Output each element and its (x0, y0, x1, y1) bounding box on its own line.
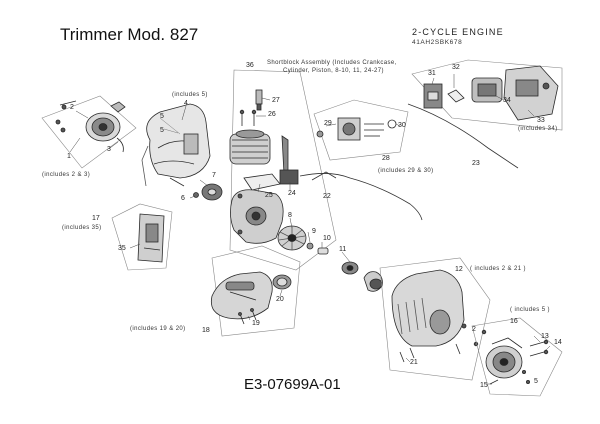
throttle-cable-part (299, 173, 423, 221)
starter-screws-part (489, 339, 549, 385)
throttle-lever-part (279, 135, 299, 185)
nut-part (306, 242, 314, 250)
note-part-12: ( includes 2 & 21 ) (470, 266, 526, 272)
part-number: 28 (382, 155, 390, 162)
part-number: 36 (246, 62, 254, 69)
part-number: 19 (252, 320, 260, 327)
air-filter-part (137, 213, 165, 263)
part-number: 5 (534, 378, 538, 385)
part-number: 9 (312, 228, 316, 235)
screws-part (238, 308, 257, 325)
crankcase-part (230, 189, 284, 244)
part-number: 18 (202, 327, 210, 334)
washer-part (193, 192, 199, 198)
part-number: 33 (537, 117, 545, 124)
part-number: 8 (288, 212, 292, 219)
part-number: 2 (472, 326, 476, 333)
part-number: 30 (398, 122, 406, 129)
part-number: 21 (410, 359, 418, 366)
cylinder-part (229, 129, 271, 165)
part-number: 11 (339, 246, 347, 253)
fuel-cap-part (272, 274, 292, 290)
carburetor-part (337, 117, 361, 141)
engine-title: 2-CYCLE ENGINE (412, 27, 504, 37)
note-part-28: (includes 29 & 30) (378, 168, 434, 174)
note-part-18: (includes 19 & 20) (130, 326, 186, 332)
gasket-part (243, 173, 281, 191)
part-number: 16 (510, 318, 518, 325)
starter-assy-part (485, 337, 523, 379)
muffler-group-outline (411, 59, 563, 131)
part-number: 32 (452, 64, 460, 71)
note-part-17: (includes 35) (62, 225, 102, 231)
ignition-module-part (423, 83, 443, 109)
part-number: 15 (480, 382, 488, 389)
fuel-tank-part (210, 271, 273, 320)
carburetor-group-outline (313, 99, 409, 161)
starter-group-outline (41, 95, 137, 169)
part-number: 10 (323, 235, 331, 242)
shortblock-note-line2: Cylinder, Piston, 8-10, 11, 24-27) (283, 68, 384, 74)
part-number: 17 (92, 215, 100, 222)
part-number: 27 (272, 97, 280, 104)
part-number: 5 (160, 127, 164, 134)
part-number: 14 (554, 339, 562, 346)
note-part-1: (includes 2 & 3) (42, 172, 91, 178)
recoil-starter-part (55, 100, 126, 153)
flywheel-part (277, 225, 307, 251)
studs-part (239, 109, 257, 126)
housing-screws-part (399, 343, 461, 363)
part-number: 22 (323, 193, 331, 200)
starter-assy-group-outline (471, 317, 563, 397)
muffler-part (471, 77, 503, 103)
part-number: 1 (67, 153, 71, 160)
leader-lines (69, 74, 551, 385)
spark-plug-part (255, 89, 263, 111)
gasket-32-part (447, 89, 465, 103)
part-number: 3 (107, 146, 111, 153)
part-number: 5 (160, 113, 164, 120)
muffler-cover-part (503, 65, 559, 121)
note-part-4: (includes 5) (172, 92, 208, 98)
engine-housing-part (391, 269, 487, 347)
part-number: 12 (455, 266, 463, 273)
fan-cover-part (141, 103, 211, 187)
part-number: 7 (212, 172, 216, 179)
airfilter-group-outline (111, 203, 173, 271)
part-number: 6 (181, 195, 185, 202)
shortblock-note-line1: Shortblock Assembly (Includes Crankcase, (267, 60, 397, 66)
engine-model: 41AH2SBK678 (412, 39, 463, 46)
ignition-wire-part (407, 103, 519, 169)
part-number: 4 (184, 100, 188, 107)
part-number: 13 (541, 333, 549, 340)
part-number: 29 (324, 120, 332, 127)
part-number: 23 (472, 160, 480, 167)
clutch-shoe-part (201, 183, 223, 201)
page-title: Trimmer Mod. 827 (60, 25, 199, 44)
carburetor-screws-part (316, 123, 384, 138)
part-number: 25 (265, 192, 273, 199)
note-part-16: ( includes 5 ) (510, 307, 550, 313)
note-part-33: (includes 34) (518, 126, 558, 132)
clutch-drum-part (341, 261, 383, 292)
diagram-code: E3-07699A-01 (244, 376, 341, 393)
housing-group-outline (379, 257, 491, 381)
part-number: 24 (288, 190, 296, 197)
part-number: 35 (118, 245, 126, 252)
part-number: 2 (70, 104, 74, 111)
fueltank-group-outline (211, 245, 301, 337)
part-number: 20 (276, 296, 284, 303)
carburetor-gasket-part (387, 119, 397, 129)
part-number: 34 (503, 97, 511, 104)
bushing-part (317, 247, 329, 255)
part-number: 26 (268, 111, 276, 118)
part-number: 31 (428, 70, 436, 77)
